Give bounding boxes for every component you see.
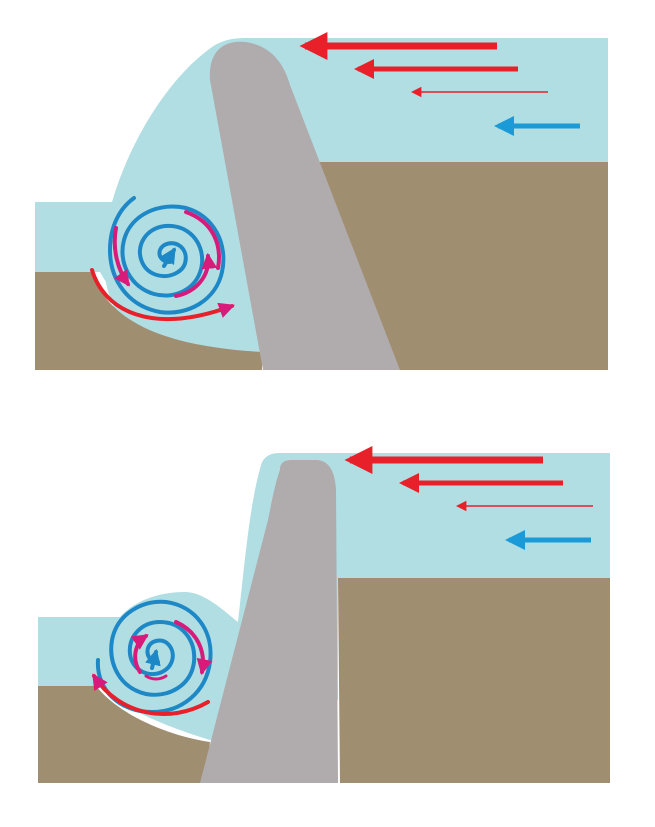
top-panel	[35, 38, 608, 370]
ground-right	[338, 578, 610, 783]
bottom-panel	[38, 453, 610, 783]
